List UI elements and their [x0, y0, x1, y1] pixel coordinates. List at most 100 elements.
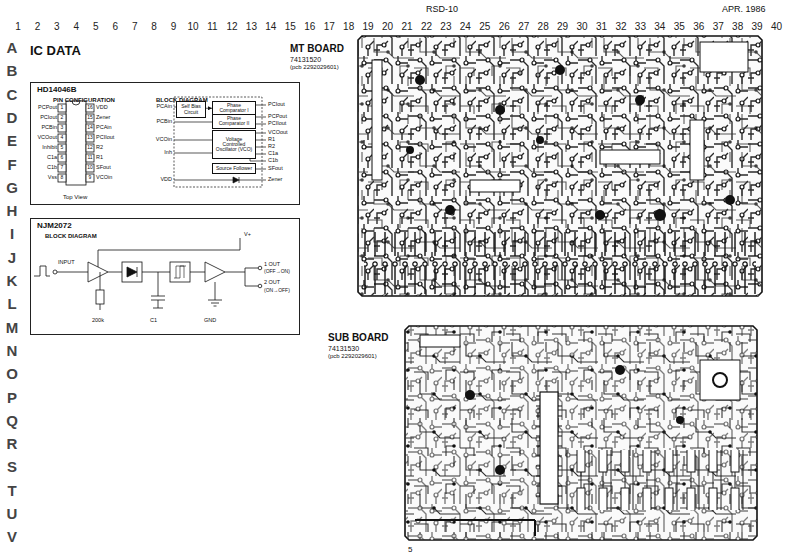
block-wiring	[174, 97, 266, 187]
pin-number: 3	[61, 125, 64, 130]
signal-name: VCOin	[156, 137, 172, 143]
circuit-label: (OFF→ON)	[264, 269, 290, 274]
grid-row-letter: A	[7, 40, 18, 56]
sub-board	[405, 326, 757, 540]
signal-name: VDD	[160, 177, 172, 183]
ic-package	[58, 144, 66, 152]
mt-board	[690, 120, 704, 180]
grid-column-number: 37	[713, 22, 724, 33]
pin-number: 12	[87, 145, 93, 150]
njm2072-schematic	[34, 238, 262, 310]
block-label: Self Bias Circuit	[178, 104, 204, 115]
pin-number: 13	[87, 135, 93, 140]
mt-board	[358, 36, 762, 296]
pin-number: 14	[87, 125, 93, 130]
ic-package	[58, 134, 66, 142]
grid-column-number: 23	[440, 22, 451, 33]
ic-package	[58, 154, 66, 162]
block-label: Voltage Controlled Oscillator (VCO)	[214, 137, 254, 153]
grid-row-letter: F	[7, 157, 16, 173]
mt-board	[358, 36, 762, 296]
grid-column-number: 25	[479, 22, 490, 33]
circuit-label: GND	[204, 318, 216, 324]
sub-board	[415, 520, 535, 536]
grid-row-letter: C	[7, 87, 18, 103]
pin-name: SFout	[96, 165, 111, 171]
grid-row-letter: T	[7, 483, 16, 499]
circuit-label: C1	[150, 318, 157, 324]
block-label: Phase Comparator II	[214, 116, 254, 127]
ic-package	[58, 174, 66, 182]
njm2072-schematic	[96, 290, 104, 304]
pin-number: 16	[87, 105, 93, 110]
pin-name: Vss	[48, 175, 57, 181]
grid-column-number: 13	[246, 22, 257, 33]
njm2072-schematic	[205, 262, 225, 282]
mt-board	[595, 210, 605, 220]
grid-column-number: 10	[187, 22, 198, 33]
circuit-label: INPUT	[58, 260, 75, 266]
pin-number: 6	[61, 155, 64, 160]
mt-board	[415, 75, 425, 85]
njm2072-schematic	[122, 262, 142, 282]
grid-column-number: 9	[171, 22, 177, 33]
grid-column-number: 15	[285, 22, 296, 33]
panel-heading: PIN CONFIGURATION	[53, 97, 115, 103]
grid-row-letter: D	[7, 110, 18, 126]
block-label: Source Follower	[216, 166, 252, 171]
grid-column-number: 38	[732, 22, 743, 33]
ic-package	[58, 114, 66, 122]
signal-name: Zener	[268, 177, 282, 183]
pin-name: VCOin	[96, 175, 112, 181]
pin-name: VCOout	[37, 135, 57, 141]
mt-board	[725, 195, 735, 205]
sub-board	[540, 392, 558, 504]
grid-row-letter: P	[7, 390, 17, 406]
function-block: Voltage Controlled Oscillator (VCO)	[212, 130, 256, 159]
grid-column-number: 5	[93, 22, 99, 33]
grid-row-letter: K	[7, 273, 18, 289]
grid-column-number: 24	[460, 22, 471, 33]
ic-package	[86, 174, 94, 182]
circuit-label: 2 OUT	[264, 280, 280, 286]
panel-heading: BLOCK DIAGRAM	[45, 233, 97, 239]
page-label: (pcb 2292029601)	[328, 353, 377, 359]
pin-number: 5	[61, 145, 64, 150]
grid-row-letter: I	[10, 226, 14, 242]
ic-package	[86, 114, 94, 122]
circuit-label: 200k	[92, 318, 104, 324]
pin-name: Inhibit	[42, 145, 57, 151]
block-wiring	[239, 177, 240, 183]
page-label: APR. 1986	[722, 5, 766, 14]
signal-name: VCOout	[268, 130, 288, 136]
block-wiring	[233, 177, 239, 183]
pin-name: PCIIout	[96, 135, 114, 141]
pin-number: 1	[61, 105, 64, 110]
grid-column-number: 16	[304, 22, 315, 33]
signal-name: PCAin	[156, 104, 172, 110]
sub-board	[565, 450, 745, 510]
sub-board	[615, 365, 625, 375]
page-label: MT BOARD	[290, 44, 344, 55]
pin-name: PCBin	[41, 125, 57, 131]
ic-package	[86, 164, 94, 172]
grid-column-number: 21	[401, 22, 412, 33]
sub-board	[420, 335, 460, 347]
njm2072-schematic	[151, 272, 165, 308]
sub-board	[536, 396, 562, 496]
grid-column-number: 33	[635, 22, 646, 33]
grid-row-letter: E	[7, 133, 17, 149]
ic-name: HD14046B	[37, 86, 77, 94]
sub-board	[713, 373, 727, 387]
page-label: 5	[408, 546, 412, 554]
grid-column-number: 11	[207, 22, 217, 33]
grid-column-number: 18	[343, 22, 354, 33]
mt-board	[358, 36, 762, 296]
page-label: 74131530	[328, 345, 359, 352]
grid-column-number: 4	[74, 22, 80, 33]
ic-package	[58, 104, 66, 112]
njm2072-schematic	[174, 266, 186, 278]
ic-package	[86, 104, 94, 112]
njm2072-schematic	[34, 266, 50, 276]
